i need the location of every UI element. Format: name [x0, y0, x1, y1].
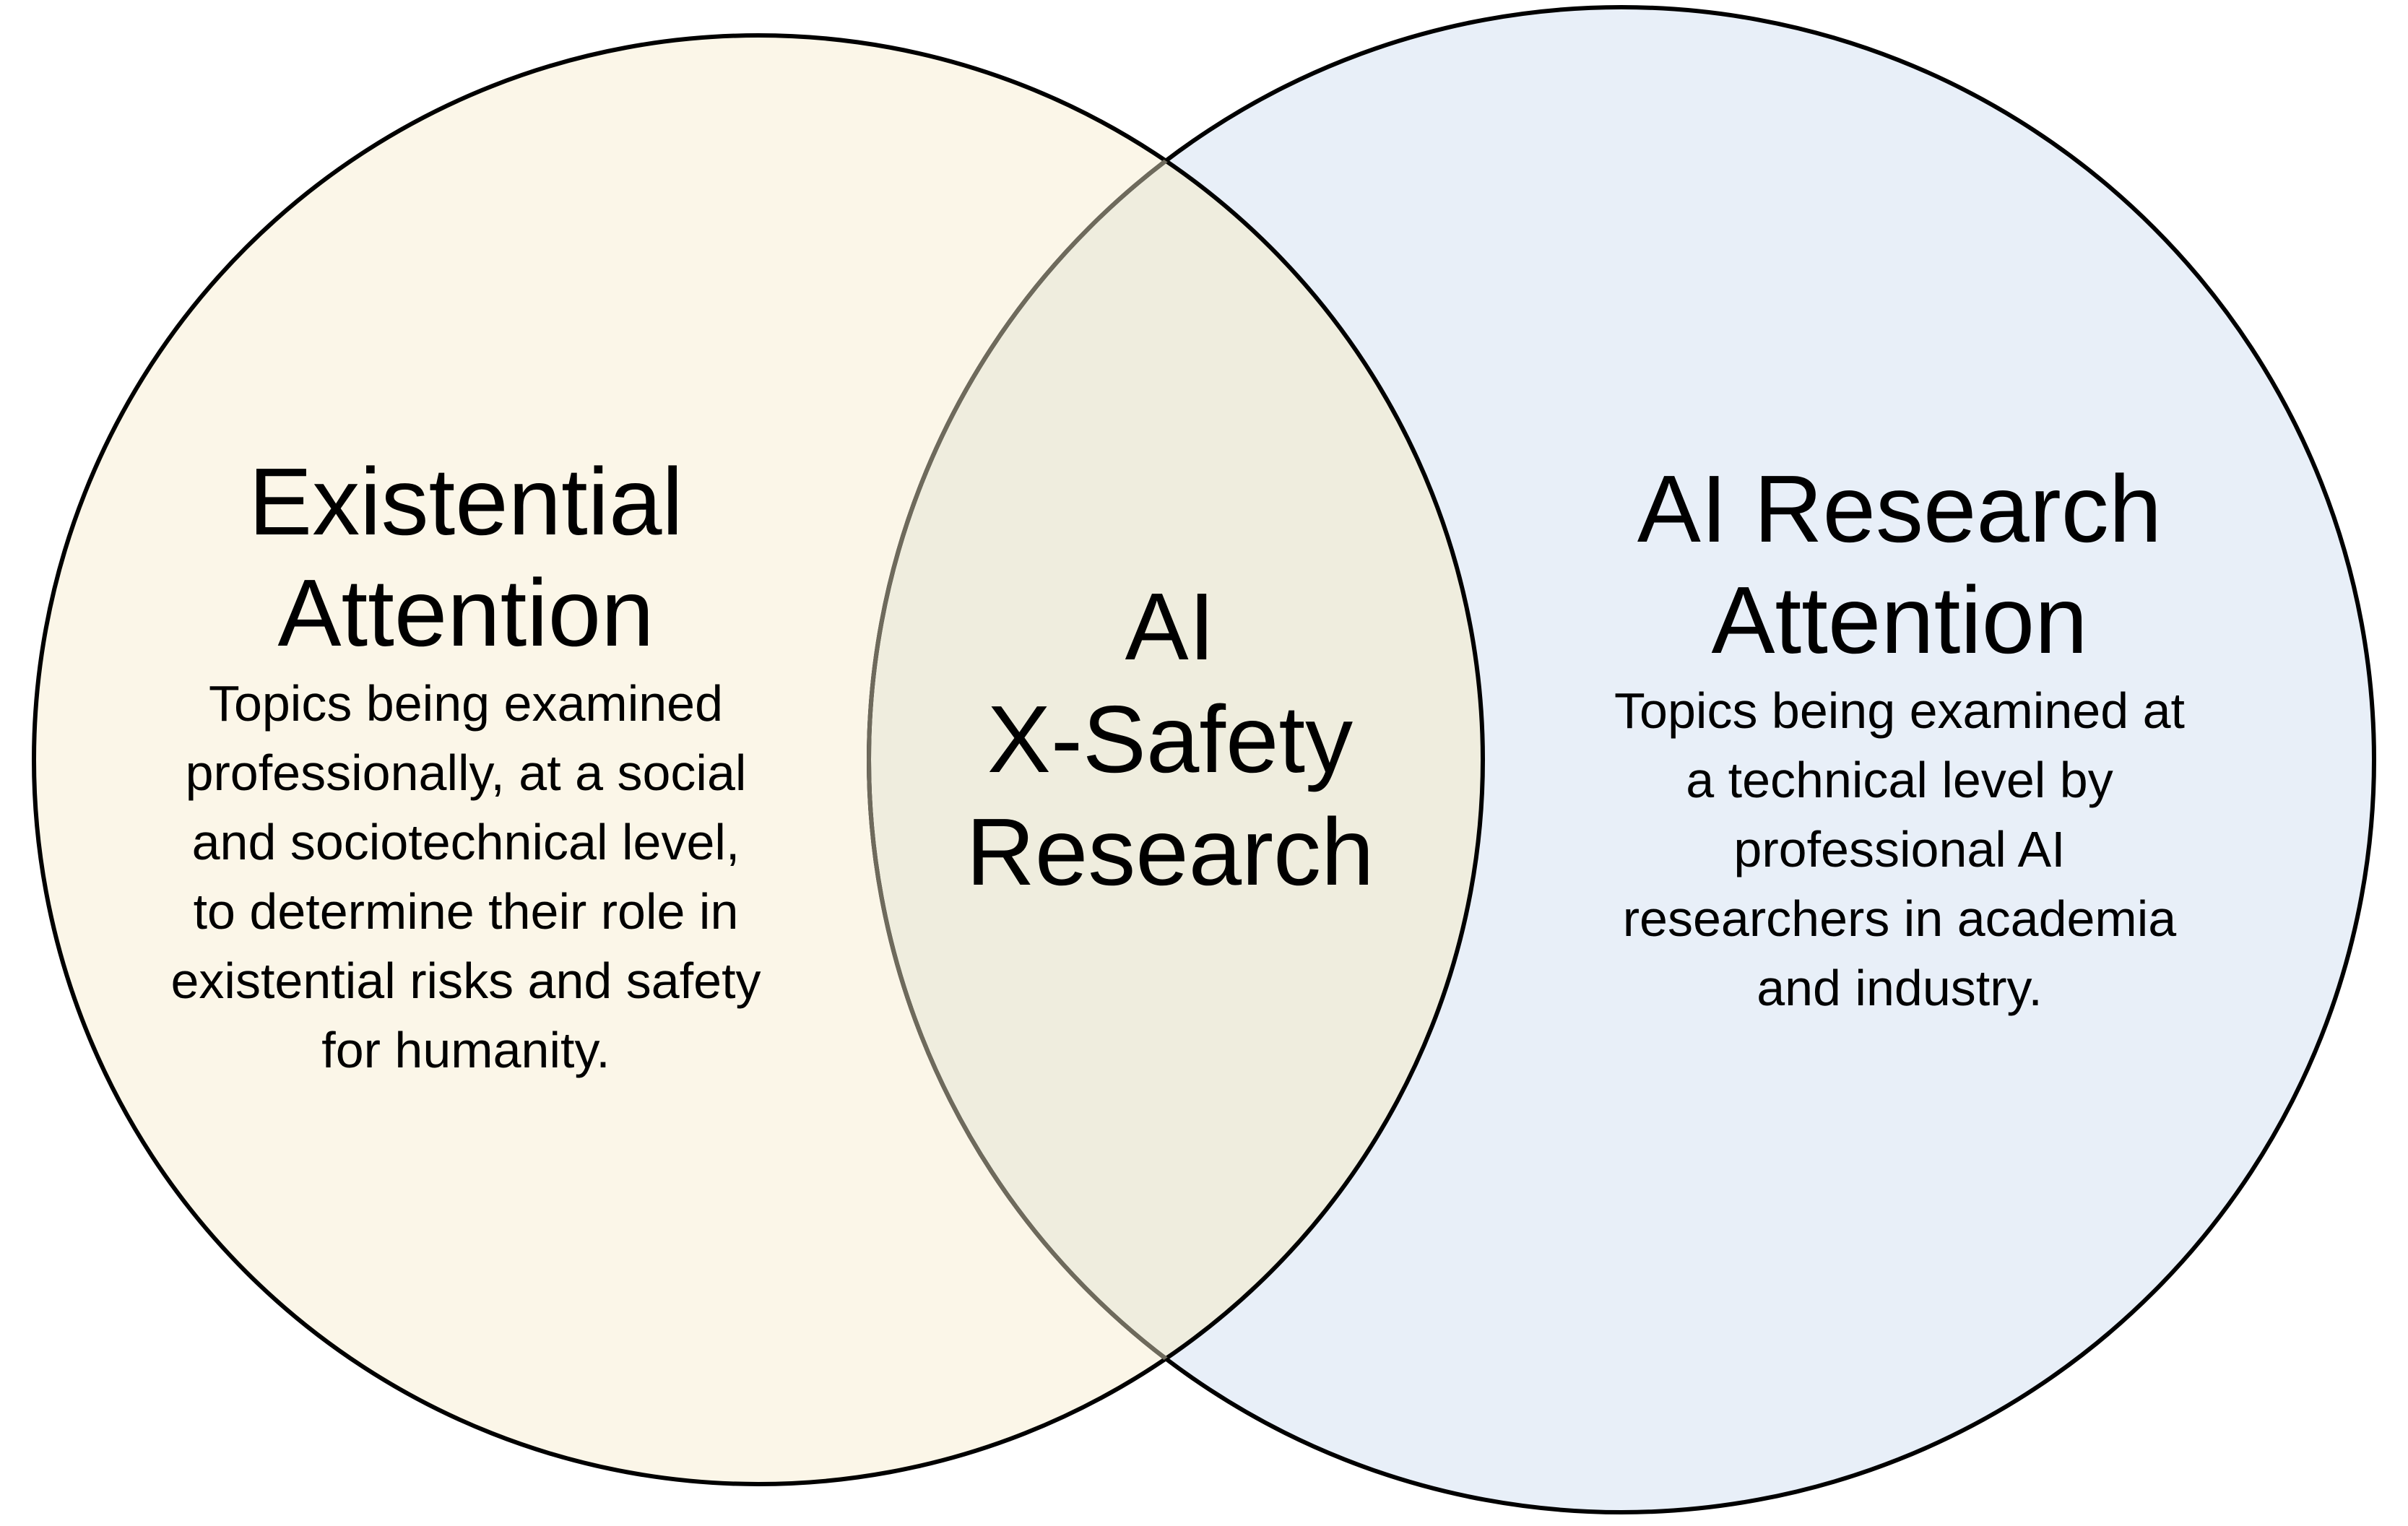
- right-set-title-line-2: Attention: [1711, 567, 2088, 673]
- intersection-title-line-1: AI: [1125, 573, 1216, 680]
- right-set-title-line-1: AI Research: [1637, 456, 2162, 562]
- intersection-region: [869, 35, 1483, 1484]
- left-set-label: Existential Attention Topics being exami…: [72, 446, 859, 1085]
- right-set-description-line-1: Topics being examined at: [1614, 682, 2185, 739]
- intersection-outline-right-arc: [867, 35, 1483, 1484]
- left-set-title-line-1: Existential: [248, 448, 683, 555]
- intersection-label: AI X-Safety Research: [910, 571, 1430, 909]
- right-set-description-line-3: professional AI: [1733, 821, 2066, 877]
- right-set-description-line-2: a technical level by: [1686, 752, 2113, 808]
- right-set-label: AI Research Attention Topics being exami…: [1473, 454, 2326, 1023]
- right-set-description-line-4: researchers in academia: [1622, 890, 2177, 947]
- left-set-description-line-6: for humanity.: [321, 1022, 610, 1078]
- left-circle-outline: [32, 33, 1485, 1486]
- left-set-description-line-3: and sociotechnical level,: [191, 814, 740, 870]
- left-set-description-line-2: professionally, at a social: [185, 745, 747, 801]
- left-set-description-line-5: existential risks and safety: [170, 953, 761, 1009]
- intersection-title-line-3: Research: [966, 799, 1374, 905]
- intersection-title-line-2: X-Safety: [987, 686, 1354, 792]
- left-set-title-line-2: Attention: [277, 560, 654, 666]
- left-set-description-line-1: Topics being examined: [208, 675, 724, 732]
- right-set-description-line-5: and industry.: [1757, 960, 2043, 1016]
- left-set-description-line-4: to determine their role in: [193, 883, 739, 940]
